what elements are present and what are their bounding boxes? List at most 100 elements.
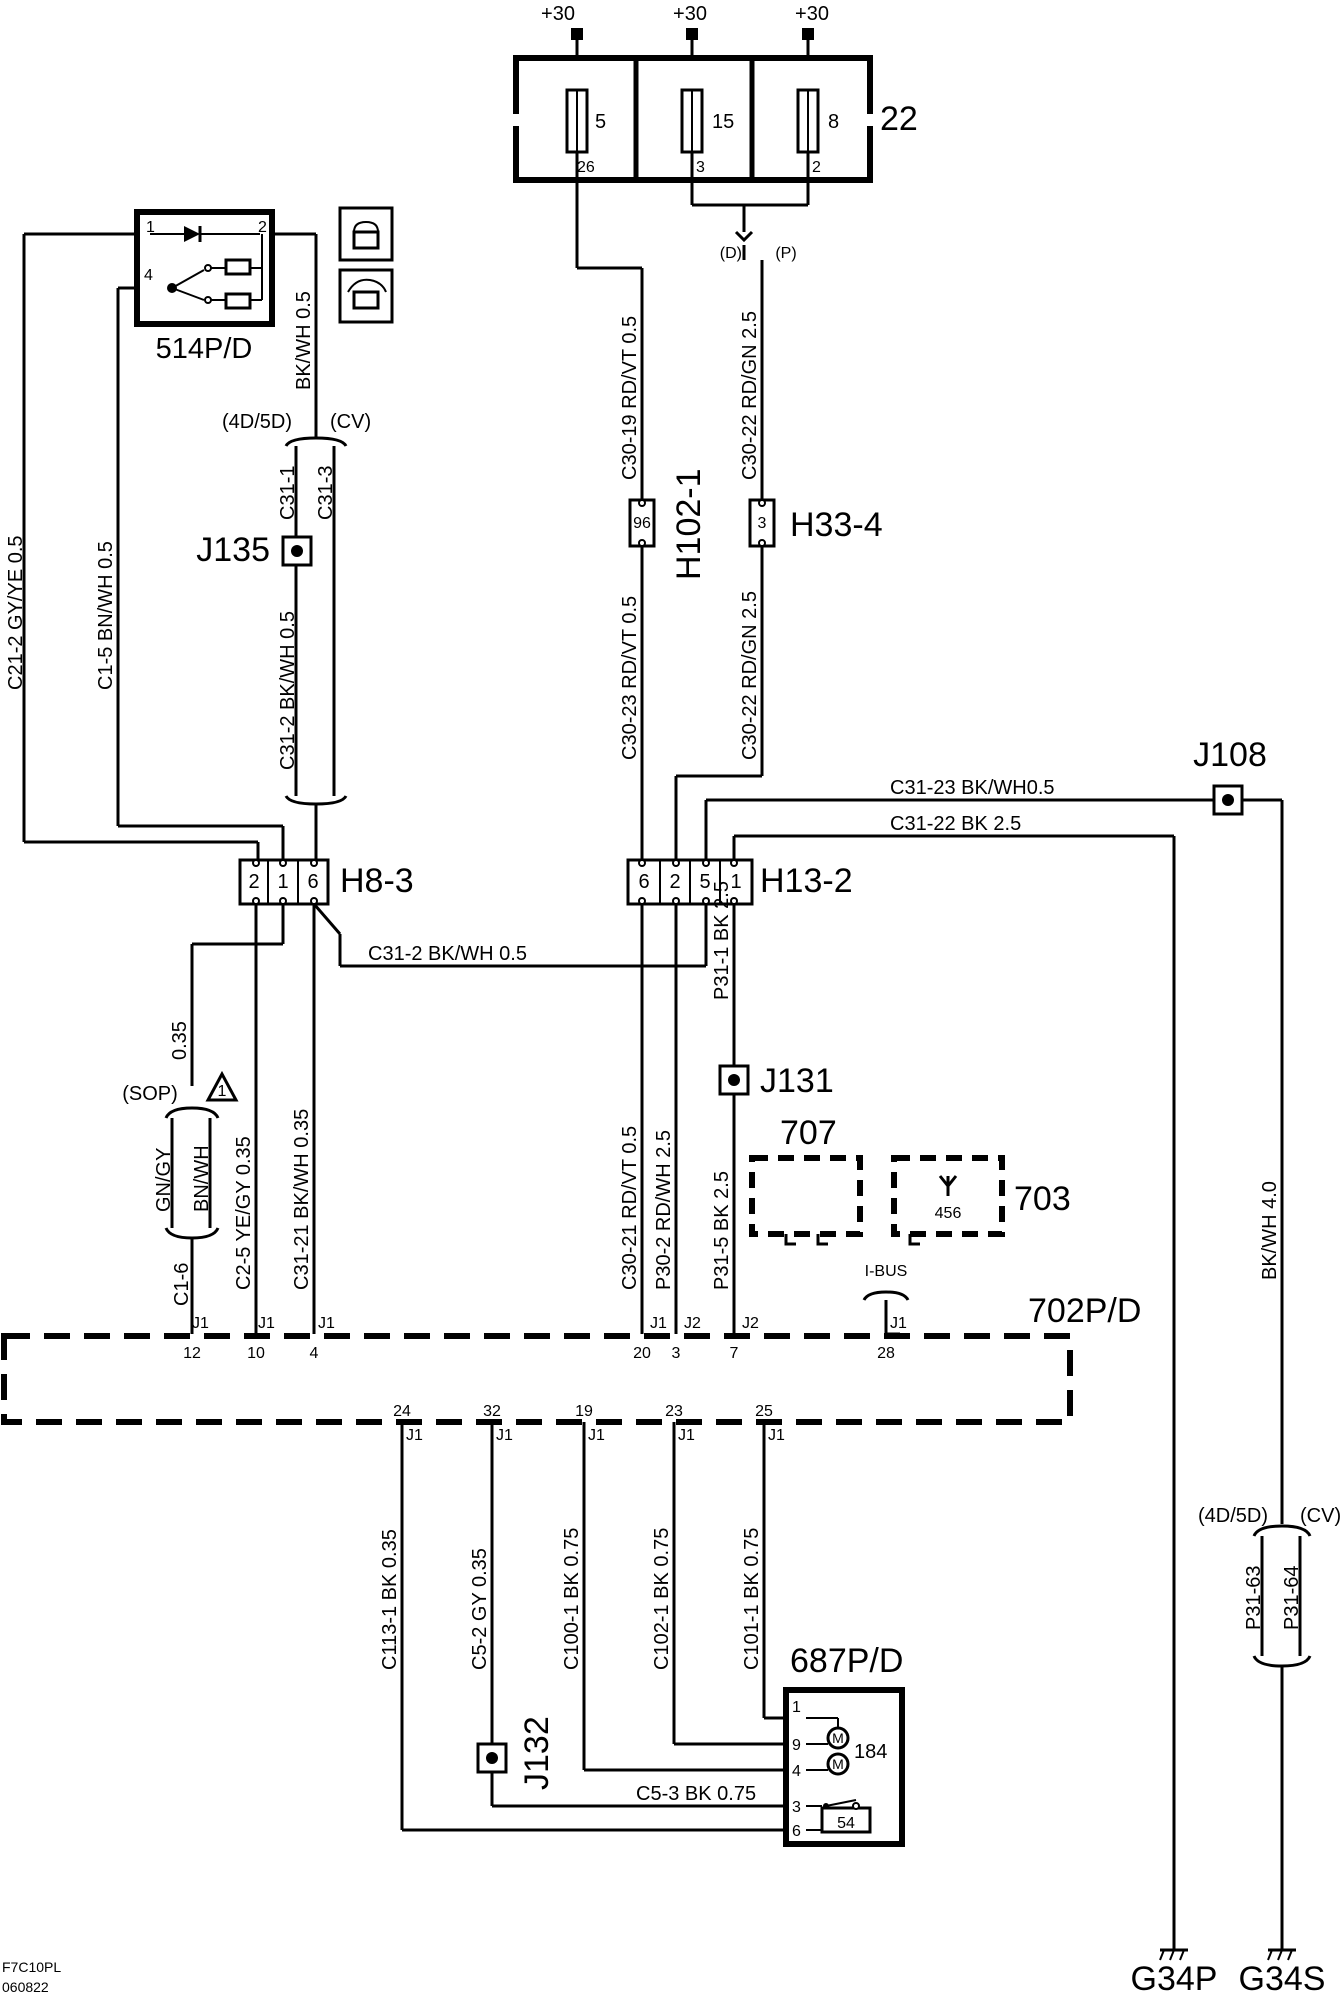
wire-c30-22-b-label: C30-22 RD/GN 2.5	[739, 591, 761, 760]
wire-035-label: 0.35	[169, 1021, 191, 1060]
wire-bkwh-40-label: BK/WH 4.0	[1259, 1181, 1281, 1280]
connector-h33-4-pin: 3	[758, 515, 767, 532]
fuse-15-pin: 3	[696, 159, 705, 176]
pin-702-3: 3	[672, 1345, 681, 1362]
variant-4d5d-bottom: (4D/5D)	[1198, 1505, 1268, 1527]
module-703-inner: 456	[935, 1205, 962, 1222]
fuse-8-label: 8	[828, 111, 839, 133]
wire-c31-2-a-label: C31-2 BK/WH 0.5	[277, 611, 299, 770]
module-687-pin-6: 6	[792, 1823, 801, 1840]
pin-702-10-j: J1	[258, 1315, 275, 1332]
pin-702-20: 20	[633, 1345, 651, 1362]
wire-c31-3-label: C31-3	[315, 466, 337, 520]
h13-2-pin-1: 1	[730, 871, 741, 893]
wire-c21-2-label: C21-2 GY/YE 0.5	[5, 535, 27, 690]
h13-2-pin-2: 2	[669, 871, 680, 893]
variant-4d5d-top: (4D/5D)	[222, 411, 292, 433]
motor-label: 184	[854, 1741, 887, 1763]
fuse-8-pin: 2	[812, 159, 821, 176]
module-707	[749, 1155, 863, 1237]
variant-p-label: (P)	[775, 245, 796, 262]
supply-terminal-2	[686, 28, 698, 40]
switch-54-label: 54	[837, 1815, 855, 1832]
module-687-pin-9: 9	[792, 1737, 801, 1754]
wire-c102-1-label: C102-1 BK 0.75	[651, 1528, 673, 1670]
module-703	[891, 1155, 1005, 1237]
splice-j132-label: J132	[518, 1716, 556, 1790]
connector-h8-3: 2 1 6 H8-3	[238, 858, 414, 906]
antenna-icon	[938, 1175, 958, 1196]
pin-702-4-j: J1	[318, 1315, 335, 1332]
ground-g34p: G34P	[1131, 1948, 1218, 1998]
sop-label: (SOP)	[122, 1083, 178, 1105]
motor-icon-2	[826, 1752, 850, 1776]
pin-702-28: 28	[877, 1345, 895, 1362]
pin-702-12-j: J1	[192, 1315, 209, 1332]
splice-j131-label: J131	[760, 1062, 834, 1100]
fuse-5-pin: 26	[577, 159, 595, 176]
wire-c31-21-label: C31-21 BK/WH 0.35	[291, 1109, 313, 1290]
pin-702-7: 7	[730, 1345, 739, 1362]
pin-702-24: 24	[393, 1403, 411, 1420]
wire-c5-2-label: C5-2 GY 0.35	[469, 1548, 491, 1670]
pin-702-20-j: J1	[650, 1315, 667, 1332]
wire-c30-21-label: C30-21 RD/VT 0.5	[619, 1126, 641, 1290]
wire-c1-5-label: C1-5 BN/WH 0.5	[95, 541, 117, 690]
module-687-label: 687P/D	[790, 1642, 903, 1680]
switch-514-label: 514P/D	[156, 333, 253, 365]
module-687-pin-1: 1	[792, 1699, 801, 1716]
warning-triangle-icon	[205, 1070, 239, 1102]
switch-514: 1 2 4 514P/D	[134, 206, 394, 365]
wire-p31-64-label: P31-64	[1281, 1566, 1303, 1631]
module-702	[1, 1333, 1073, 1425]
module-707-label: 707	[780, 1114, 837, 1152]
svg-text:M: M	[832, 1756, 844, 1772]
module-687-pin-4: 4	[792, 1763, 801, 1780]
supply-label-1: +30	[541, 3, 575, 25]
ibus-label: I-BUS	[865, 1263, 908, 1280]
supply-terminal-3	[802, 28, 814, 40]
pin-702-25-j: J1	[768, 1427, 785, 1444]
module-687-pin-3: 3	[792, 1799, 801, 1816]
switch-514-pin-2: 2	[258, 219, 267, 236]
connector-h102-1-pin: 96	[633, 515, 651, 532]
supply-label-3: +30	[795, 3, 829, 25]
wire-bnwh-label: BN/WH	[191, 1145, 213, 1212]
h8-3-pin-2: 2	[248, 871, 259, 893]
pin-702-24-j: J1	[406, 1427, 423, 1444]
module-687: 687P/D 1 9 4 3 6 M M 184 54	[783, 1642, 905, 1847]
fuse-5-label: 5	[595, 111, 606, 133]
wire-c113-1-label: C113-1 BK 0.35	[379, 1529, 401, 1670]
wire-c30-19-label: C30-19 RD/VT 0.5	[619, 316, 641, 480]
unlock-icon	[338, 268, 394, 324]
wire-p30-2-label: P30-2 RD/WH 2.5	[653, 1130, 675, 1290]
wire-c30-23-label: C30-23 RD/VT 0.5	[619, 596, 641, 760]
footer-code: F7C10PL	[2, 1959, 61, 1975]
wire-p31-5-label: P31-5 BK 2.5	[711, 1171, 733, 1290]
wire-c100-1-label: C100-1 BK 0.75	[561, 1528, 583, 1670]
wire-gngy-label: GN/GY	[153, 1148, 175, 1212]
h8-3-pin-1: 1	[277, 871, 288, 893]
splice-j108-label: J108	[1193, 736, 1267, 774]
module-703-label: 703	[1014, 1180, 1071, 1218]
ground-g34p-label: G34P	[1131, 1960, 1218, 1998]
variant-cv-bottom: (CV)	[1300, 1505, 1341, 1527]
supply-label-2: +30	[673, 3, 707, 25]
wire-p31-1-label: P31-1 BK 2.5	[711, 881, 733, 1000]
limit-switch-54	[820, 1806, 872, 1834]
pin-702-32: 32	[483, 1403, 501, 1420]
h8-3-pin-6: 6	[307, 871, 318, 893]
wire-bkwh-05-label: BK/WH 0.5	[293, 291, 315, 390]
wire-c30-22-a-label: C30-22 RD/GN 2.5	[739, 311, 761, 480]
wire-c31-1-label: C31-1	[277, 466, 299, 520]
wire-c31-23-label: C31-23 BK/WH0.5	[890, 777, 1055, 799]
warning-number: 1	[218, 1083, 227, 1100]
pin-702-23: 23	[665, 1403, 683, 1420]
pin-702-3-j: J2	[684, 1315, 701, 1332]
pin-702-32-j: J1	[496, 1427, 513, 1444]
h13-2-pin-5: 5	[699, 871, 710, 893]
connector-h13-2: 6 2 5 1 H13-2	[626, 858, 853, 906]
connector-h13-2-label: H13-2	[760, 862, 853, 900]
footer-date: 060822	[2, 1979, 49, 1995]
supply-terminal-1	[571, 28, 583, 40]
